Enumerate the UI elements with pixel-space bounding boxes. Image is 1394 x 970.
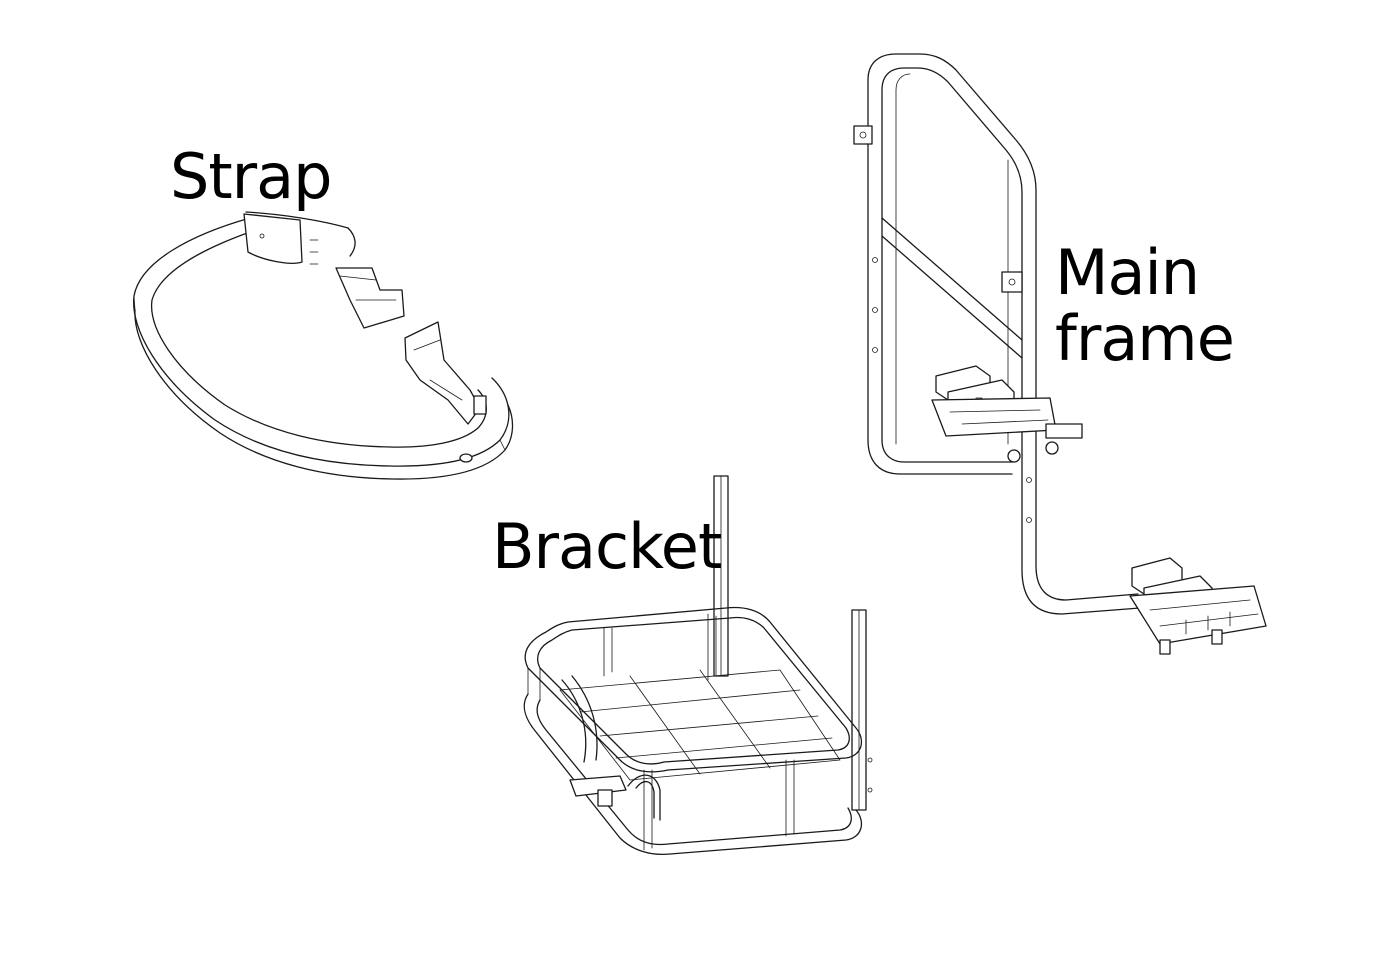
- strap-label: Strap: [170, 140, 333, 213]
- strap-part: [133, 211, 514, 480]
- main-frame-part: [853, 53, 1267, 655]
- bracket-label: Bracket: [492, 510, 722, 583]
- bracket-part: [523, 475, 873, 856]
- main-frame-label: Main frame: [1055, 236, 1235, 376]
- main-frame-label-line2: frame: [1055, 302, 1235, 376]
- main-frame-label-line1: Main: [1055, 236, 1200, 309]
